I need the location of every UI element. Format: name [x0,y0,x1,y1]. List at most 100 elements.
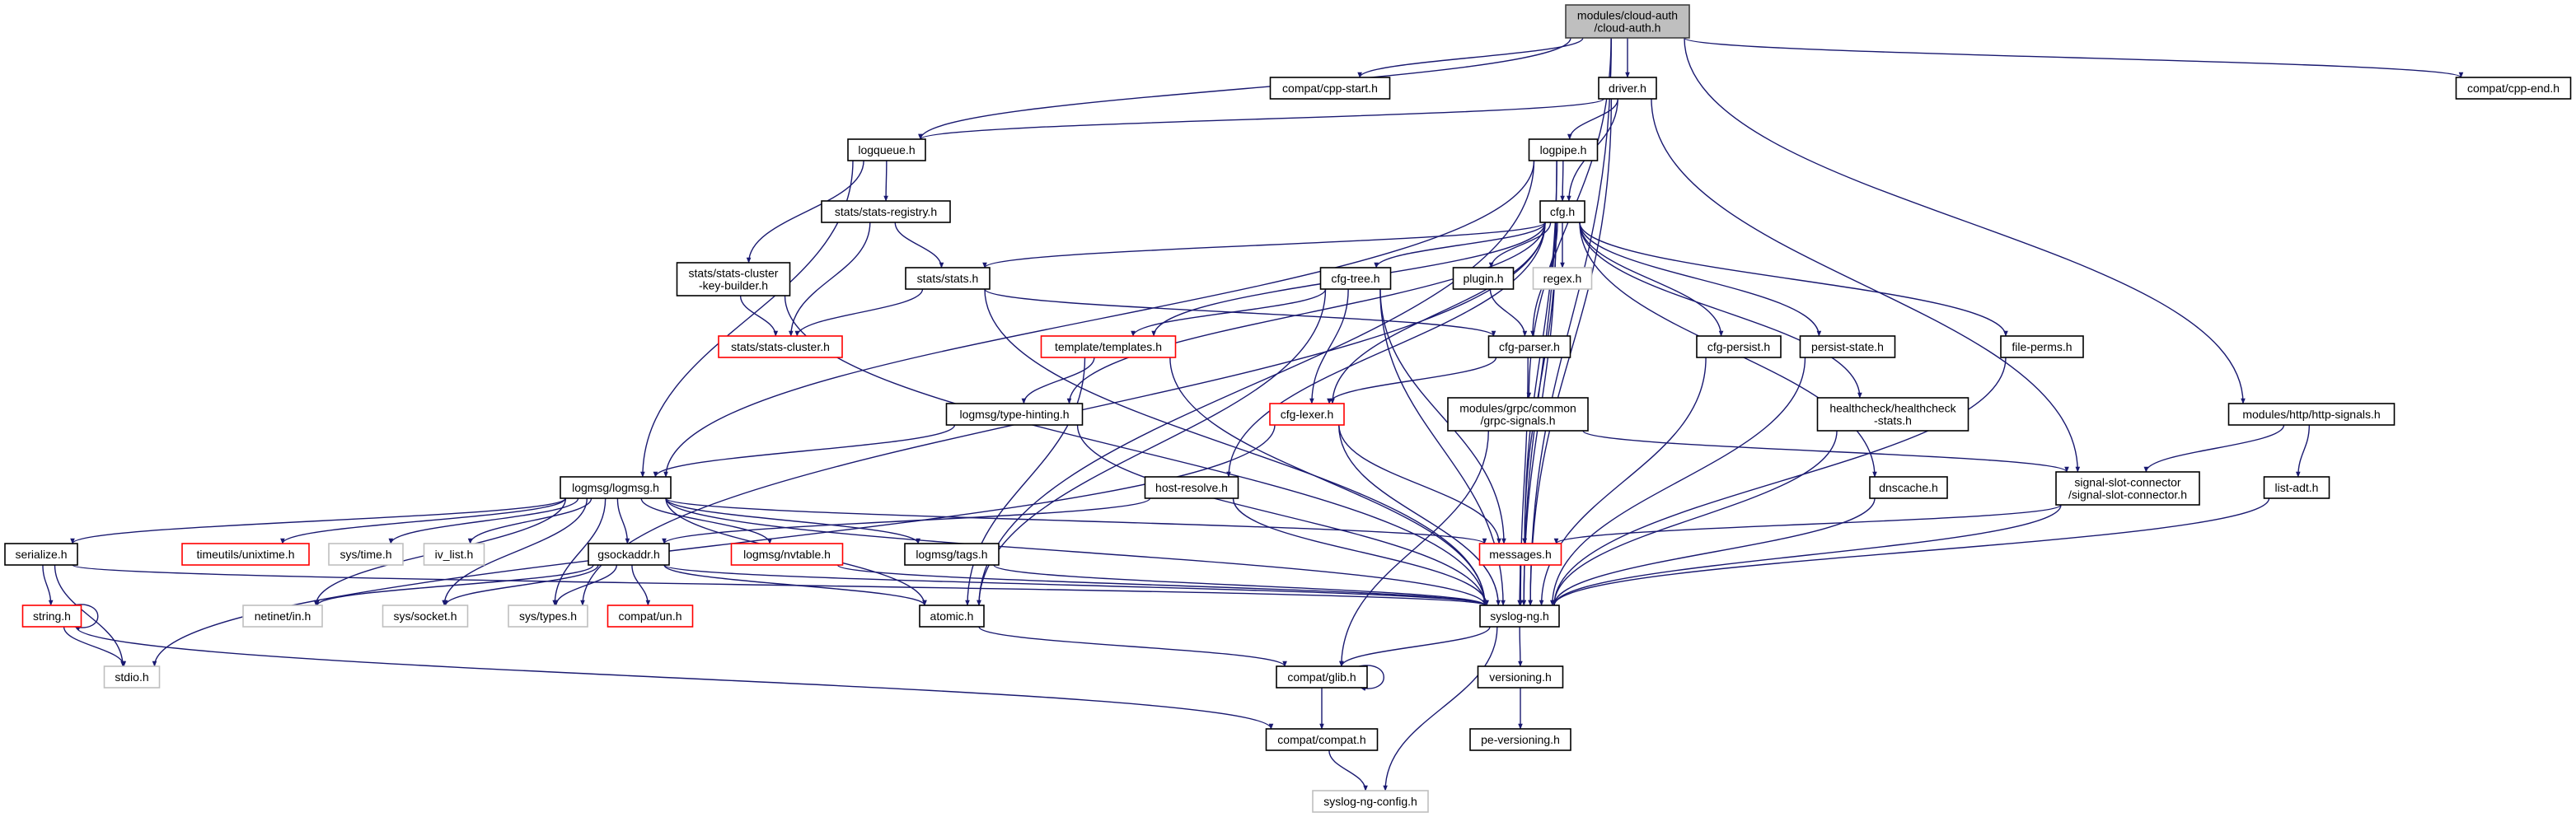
node-regex[interactable]: regex.h [1532,267,1593,290]
edge-cfg-to-host-resolve [1226,222,1546,478]
node-root[interactable]: modules/cloud-auth/cloud-auth.h [1565,4,1690,39]
node-nvtable[interactable]: logmsg/nvtable.h [730,543,844,566]
node-compat-un[interactable]: compat/un.h [607,605,694,628]
node-list-adt[interactable]: list-adt.h [2263,476,2330,499]
node-cfg-persist[interactable]: cfg-persist.h [1696,335,1782,358]
node-box [328,543,404,566]
node-type-hinting[interactable]: logmsg/type-hinting.h [945,403,1084,426]
node-label: atomic.h [930,609,974,623]
node-syslog-ng[interactable]: syslog-ng.h [1479,605,1560,628]
node-label: sys/types.h [519,609,577,623]
node-box [1696,335,1782,358]
node-signal-slot[interactable]: signal-slot-connector/signal-slot-connec… [2055,471,2200,506]
node-box [1539,200,1585,223]
node-versioning[interactable]: versioning.h [1477,665,1564,689]
node-stats[interactable]: stats/stats.h [905,267,991,290]
node-label: compat/cpp-end.h [2467,82,2560,95]
node-cpp-end[interactable]: compat/cpp-end.h [2455,77,2572,100]
node-syslog-ng-config[interactable]: syslog-ng-config.h [1312,790,1429,813]
node-label: regex.h [1543,272,1582,285]
node-dnscache[interactable]: dnscache.h [1869,476,1948,499]
node-box [21,605,82,628]
node-timeutils[interactable]: timeutils/unixtime.h [181,543,310,566]
node-box [1816,397,1969,432]
node-compat-compat[interactable]: compat/compat.h [1265,728,1379,751]
node-iv-list[interactable]: iv_list.h [423,543,485,566]
node-logpipe[interactable]: logpipe.h [1528,138,1599,161]
node-stats-registry[interactable]: stats/stats-registry.h [821,200,951,223]
node-serialize[interactable]: serialize.h [4,543,78,566]
node-cfg-parser[interactable]: cfg-parser.h [1487,335,1571,358]
node-plugin[interactable]: plugin.h [1452,267,1515,290]
edge-cfg-to-persist-state [1579,222,1822,337]
node-cfg-tree[interactable]: cfg-tree.h [1319,267,1392,290]
edge-healthcheck-to-syslog-ng [1552,430,1838,606]
node-pe-versioning[interactable]: pe-versioning.h [1469,728,1571,751]
node-label: logmsg/nvtable.h [743,548,831,561]
node-label: persist-state.h [1811,340,1884,353]
edge-cfg-lexer-to-stdio [152,424,1276,667]
node-box [1528,138,1599,161]
node-sys-socket[interactable]: sys/socket.h [382,605,469,628]
node-gsockaddr[interactable]: gsockaddr.h [588,543,670,566]
node-healthcheck[interactable]: healthcheck/healthcheck-stats.h [1816,397,1969,432]
node-sys-types[interactable]: sys/types.h [508,605,588,628]
node-messages[interactable]: messages.h [1478,543,1562,566]
node-netinet[interactable]: netinet/in.h [242,605,323,628]
node-label: stats/stats-registry.h [835,205,937,218]
edge-signal-slot-to-syslog-ng [1552,504,2062,606]
edge-nvtable-to-syslog-ng [836,564,1487,606]
node-box [242,605,323,628]
edge-cfg-persist-to-syslog-ng [1539,357,1707,606]
node-stats-cluster[interactable]: stats/stats-cluster.h [718,335,843,358]
node-driver[interactable]: driver.h [1598,77,1657,100]
node-box [945,403,1084,426]
node-file-perms[interactable]: file-perms.h [2000,335,2084,358]
node-label: cfg-lexer.h [1281,408,1334,421]
node-host-resolve[interactable]: host-resolve.h [1144,476,1239,499]
node-stats-cluster-key-builder[interactable]: stats/stats-cluster-key-builder.h [676,262,791,296]
edge-http-signals-to-list-adt [2296,424,2310,478]
node-label: modules/http/http-signals.h [2242,408,2380,421]
node-stdio[interactable]: stdio.h [103,665,161,689]
node-box [1477,665,1564,689]
node-logqueue[interactable]: logqueue.h [847,138,926,161]
edge-templates-to-syslog-ng [1169,357,1487,606]
node-label: list-adt.h [2275,481,2319,494]
node-label: timeutils/unixtime.h [196,548,294,561]
node-atomic[interactable]: atomic.h [919,605,985,628]
node-glib[interactable]: compat/glib.h [1276,665,1368,689]
node-logmsg[interactable]: logmsg/logmsg.h [560,476,672,499]
edge-root-to-syslog-ng [1528,37,1613,606]
node-label: modules/grpc/common [1459,402,1576,415]
node-string[interactable]: string.h [21,605,82,628]
node-templates[interactable]: template/templates.h [1040,335,1177,358]
node-grpc-signals[interactable]: modules/grpc/common/grpc-signals.h [1447,397,1589,432]
node-http-signals[interactable]: modules/http/http-signals.h [2227,403,2396,426]
node-tags[interactable]: logmsg/tags.h [904,543,1000,566]
edge-logmsg-to-sys-socket [442,497,588,606]
node-label: versioning.h [1489,670,1552,684]
node-label: syslog-ng-config.h [1323,795,1417,808]
edge-glib-to-glib [1358,665,1384,692]
node-box [2455,77,2572,100]
edge-type-hinting-to-syslog-ng [1076,424,1487,606]
edge-serialize-to-string [42,564,54,606]
edge-root-to-logqueue [918,37,1571,140]
edge-gsockaddr-to-netinet [315,564,594,606]
node-box [1478,543,1562,566]
node-label: /cloud-auth.h [1595,21,1661,35]
node-cfg-lexer[interactable]: cfg-lexer.h [1269,403,1345,426]
node-cpp-start[interactable]: compat/cpp-start.h [1269,77,1391,100]
node-label: stats/stats-cluster.h [731,340,830,353]
edge-http-signals-to-signal-slot [2143,424,2285,473]
node-box [676,262,791,296]
edge-cfg-parser-to-syslog-ng [1518,357,1529,606]
edge-serialize-to-stdio [54,564,125,667]
edge-serialize-to-syslog-ng [72,564,1487,606]
node-label: -key-builder.h [699,279,768,292]
node-label: plugin.h [1463,272,1503,285]
node-sys-time[interactable]: sys/time.h [328,543,404,566]
node-persist-state[interactable]: persist-state.h [1799,335,1896,358]
node-cfg[interactable]: cfg.h [1539,200,1585,223]
